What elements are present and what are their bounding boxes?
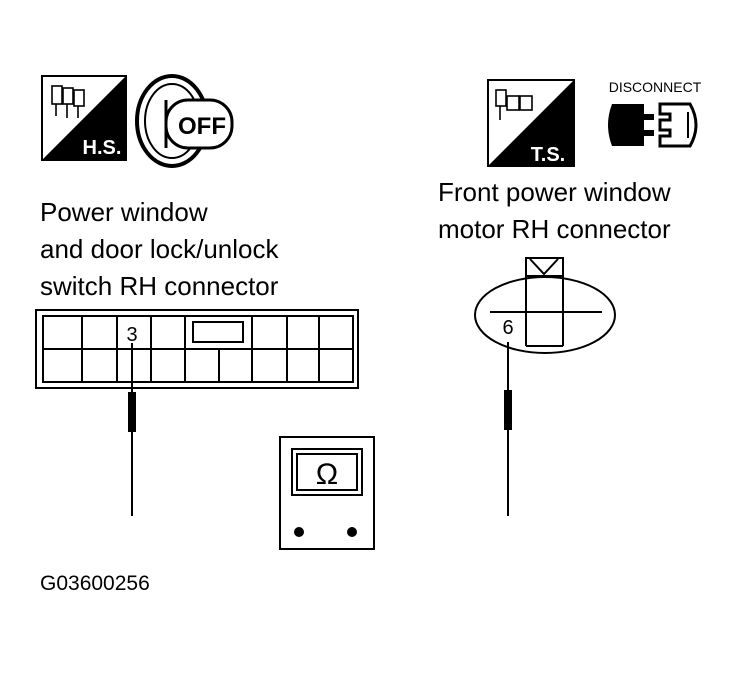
key-off-text: OFF xyxy=(178,113,226,140)
meter-terminal-right xyxy=(347,527,357,537)
right-label-line-1: Front power window xyxy=(438,177,671,207)
left-label-line-1: Power window xyxy=(40,197,208,227)
meter-terminal-left xyxy=(294,527,304,537)
harness-side-icon: H.S. xyxy=(41,75,127,161)
ohm-symbol: Ω xyxy=(316,458,338,491)
left-label-line-2: and door lock/unlock xyxy=(40,234,279,264)
ohmmeter: Ω xyxy=(279,436,375,550)
ts-badge-text: T.S. xyxy=(531,144,565,166)
figure-id: G03600256 xyxy=(40,572,150,595)
disconnect-icon: DISCONNECT xyxy=(608,79,702,148)
left-test-probe xyxy=(128,343,136,516)
right-connector-label: Front power window motor RH connector xyxy=(438,174,671,248)
right-terminal-number: 6 xyxy=(502,317,513,339)
left-terminal-number: 3 xyxy=(126,324,137,346)
ignition-key-off-icon: OFF xyxy=(135,74,234,168)
switch-rh-connector: 3 xyxy=(35,309,359,389)
disconnect-text: DISCONNECT xyxy=(609,79,702,95)
motor-rh-connector: 6 xyxy=(474,257,616,354)
hs-badge-text: H.S. xyxy=(83,137,122,159)
left-connector-label: Power window and door lock/unlock switch… xyxy=(40,194,278,305)
left-label-line-3: switch RH connector xyxy=(40,271,279,301)
right-label-line-2: motor RH connector xyxy=(438,214,671,244)
right-test-probe xyxy=(504,342,512,516)
terminal-side-icon: T.S. xyxy=(487,79,575,167)
